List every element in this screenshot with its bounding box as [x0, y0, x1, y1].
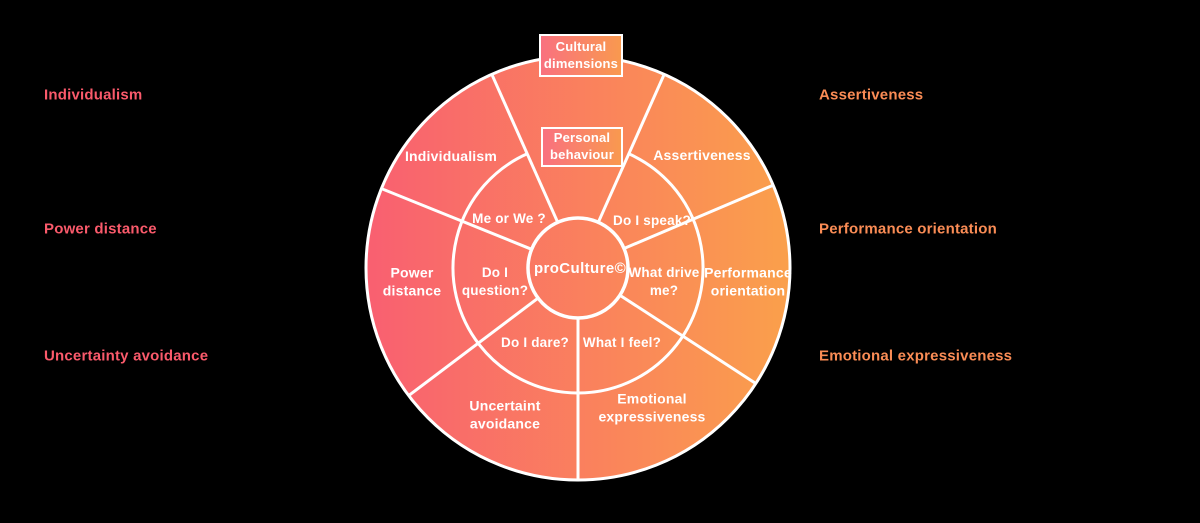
- divider-uncertaint-power: [407, 296, 540, 397]
- question-label-what-i-feel: What I feel?: [582, 335, 662, 351]
- outer-segment-label-emotional-expressiveness: Emotional expressiveness: [598, 390, 706, 425]
- outer-segment-label-uncertaint-avoidance: Uncertaint avoidance: [469, 397, 541, 432]
- center-label-proculture: proCulture©: [533, 260, 627, 278]
- inner-circle: [526, 216, 630, 320]
- side-label-emotional-expressiveness: Emotional expressiveness: [819, 347, 1013, 365]
- divider-power-individualism: [380, 187, 533, 251]
- question-label-me-or-we: Me or We ?: [472, 211, 546, 227]
- question-label-do-i-dare: Do I dare?: [500, 335, 570, 351]
- outer-segment-label-individualism: Individualism: [404, 147, 498, 164]
- question-label-do-i-speak: Do I speak?: [613, 213, 691, 229]
- side-label-individualism: Individualism: [44, 86, 143, 104]
- personal-behaviour-box: Personal behaviour: [541, 127, 623, 167]
- divider-performance-emotional: [619, 293, 757, 385]
- outer-segment-label-power-distance: Power distance: [382, 264, 442, 299]
- divider-topwedge-assertiveness: [596, 73, 666, 223]
- side-label-uncertainty-avoidance: Uncertainty avoidance: [44, 347, 209, 365]
- outer-segment-label-assertiveness: Assertiveness: [653, 146, 751, 163]
- outer-segment-label-performance-orientation: Performance orientation: [704, 264, 792, 299]
- question-label-do-i-question: Do I question?: [461, 265, 529, 298]
- question-label-what-drive-me: What drive me?: [628, 265, 700, 298]
- side-label-performance-orientation: Performance orientation: [819, 220, 997, 238]
- cultural-dimensions-box: Cultural dimensions: [539, 34, 623, 77]
- side-label-power-distance: Power distance: [44, 220, 157, 238]
- side-label-assertiveness: Assertiveness: [819, 86, 924, 104]
- divider-assertiveness-performance: [623, 183, 774, 250]
- divider-individualism-topwedge: [490, 73, 560, 223]
